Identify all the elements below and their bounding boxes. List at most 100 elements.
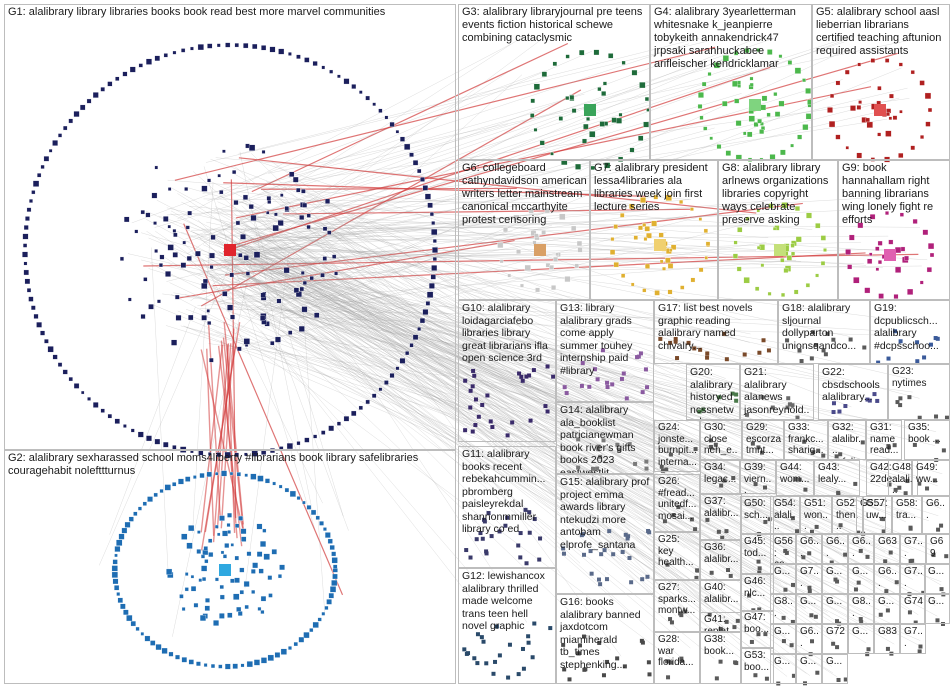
group-label: G44: wom... [780, 462, 810, 485]
vertex [521, 666, 526, 671]
vertex [234, 577, 240, 584]
vertex [186, 542, 193, 549]
edge [188, 241, 862, 262]
group-box-g10: G10: alalibrary loidagarciafebo librarie… [458, 300, 556, 442]
edge [308, 219, 839, 488]
vertex [599, 121, 605, 127]
vertex [222, 530, 228, 537]
vertex [767, 517, 772, 522]
edge [223, 222, 762, 429]
group-label: G... [774, 566, 791, 577]
edge [229, 220, 761, 350]
edge [248, 245, 882, 431]
vertex [198, 578, 203, 582]
edge [241, 199, 866, 549]
vertex [722, 100, 728, 107]
vertex [248, 144, 256, 151]
vertex [640, 640, 645, 645]
vertex [698, 267, 704, 273]
vertex [698, 92, 704, 98]
vertex [571, 108, 577, 113]
vertex [858, 100, 862, 104]
vertex [422, 185, 429, 191]
vertex [620, 549, 625, 554]
vertex [306, 505, 312, 510]
vertex [853, 587, 858, 592]
vertex [604, 577, 609, 582]
vertex [694, 575, 699, 580]
edge [233, 53, 688, 224]
edge [275, 251, 936, 606]
vertex [227, 512, 232, 518]
group-label: G... [852, 626, 869, 637]
edge [231, 50, 593, 206]
vertex [154, 55, 161, 62]
edge [215, 206, 859, 588]
vertex [327, 230, 332, 235]
group-label: G54: alali... [774, 498, 799, 532]
edge [302, 306, 326, 615]
vertex [173, 232, 178, 238]
vertex [693, 527, 698, 532]
vertex [734, 661, 739, 666]
vertex [742, 352, 747, 357]
vertex [23, 269, 29, 276]
edge [240, 229, 686, 568]
vertex [933, 336, 938, 341]
vertex [869, 214, 876, 220]
vertex [757, 350, 762, 355]
vertex [524, 264, 531, 272]
vertex [153, 492, 158, 498]
vertex [783, 587, 788, 592]
vertex [599, 552, 604, 557]
vertex [175, 654, 180, 660]
vertex [229, 471, 234, 476]
vertex [813, 343, 818, 348]
vertex [208, 552, 214, 558]
vertex [484, 549, 489, 554]
edge [148, 237, 936, 558]
group-label: G7... [800, 566, 819, 589]
vertex [516, 543, 521, 548]
vertex [794, 205, 800, 212]
edge [244, 252, 837, 577]
vertex [910, 558, 915, 563]
vertex [807, 551, 812, 556]
vertex [924, 92, 932, 100]
vertex [172, 252, 178, 258]
edge [217, 345, 243, 547]
vertex [895, 400, 900, 405]
vertex [524, 374, 529, 379]
edge [281, 203, 882, 579]
group-box-g57: G57: uw... [862, 496, 892, 534]
vertex [167, 224, 171, 229]
edge [171, 187, 830, 549]
group-box-g66: G... [770, 564, 796, 594]
vertex [781, 292, 786, 297]
vertex [638, 225, 643, 231]
vertex [541, 71, 548, 77]
edge [269, 292, 749, 657]
vertex [735, 618, 740, 623]
vertex [419, 317, 426, 324]
group-label: G33: frankc... sharig... [788, 422, 827, 456]
vertex [716, 529, 721, 534]
vertex [489, 534, 494, 539]
vertex [835, 579, 840, 584]
vertex [479, 635, 484, 640]
edge [218, 252, 878, 505]
group-label: G26: #fread... unitedf... mosai... [658, 476, 700, 522]
vertex [810, 639, 815, 644]
vertex [774, 111, 781, 117]
vertex [781, 202, 788, 209]
vertex [123, 424, 127, 428]
vertex [130, 620, 136, 627]
vertex [219, 613, 225, 619]
edge [230, 229, 908, 611]
vertex [757, 570, 762, 575]
vertex [100, 87, 105, 92]
vertex [412, 334, 419, 340]
vertex [73, 383, 80, 389]
vertex [186, 255, 192, 261]
edge [212, 343, 230, 543]
